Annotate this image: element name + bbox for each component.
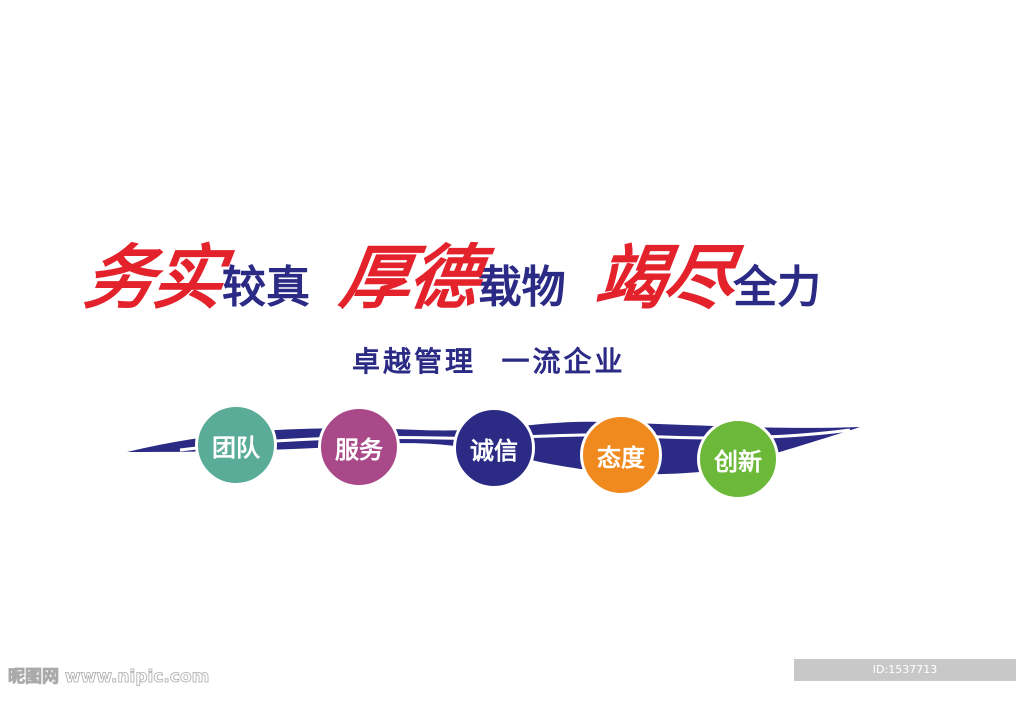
image-id-badge: ID:1537713 NO:20200812091250870086 <box>794 659 1016 698</box>
value-circle-innovation: 创新 <box>697 418 779 500</box>
watermark: 昵图网 www.nipic.com <box>8 667 210 688</box>
value-label: 诚信 <box>470 436 518 465</box>
value-label: 团队 <box>212 433 260 462</box>
subtitle: 卓越管理 一流企业 <box>352 345 626 378</box>
value-circle-team: 团队 <box>195 404 277 486</box>
value-label: 服务 <box>335 435 383 464</box>
slogan-2: 厚德载物 <box>335 222 566 323</box>
slogan-2-small: 载物 <box>477 262 566 313</box>
value-circle-integrity: 诚信 <box>453 407 535 489</box>
value-circle-service: 服务 <box>318 406 400 488</box>
slogan-3: 竭尽全力 <box>591 222 822 323</box>
slogan-1: 务实较真 <box>79 222 310 323</box>
slogan-1-small: 较真 <box>222 262 310 313</box>
headline: 务实较真 厚德载物 竭尽全力 <box>79 222 946 323</box>
value-circle-attitude: 态度 <box>580 414 662 496</box>
value-label: 态度 <box>597 443 645 472</box>
value-label: 创新 <box>714 447 762 476</box>
slogan-3-small: 全力 <box>733 262 822 313</box>
